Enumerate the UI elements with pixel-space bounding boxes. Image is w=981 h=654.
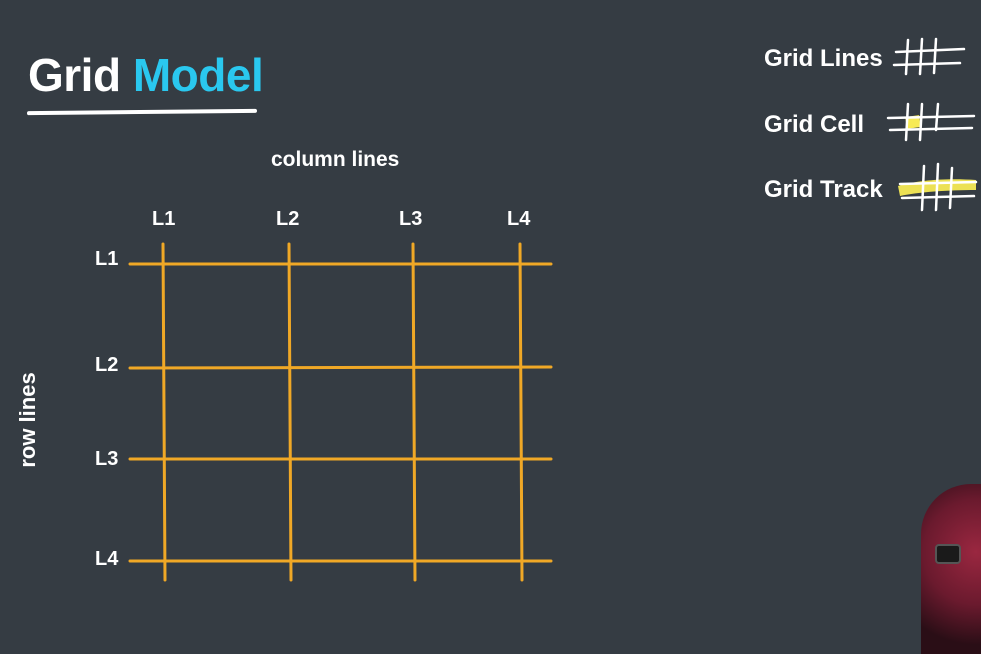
- column-line-2: [287, 242, 293, 582]
- title-word-model: Model: [132, 49, 264, 101]
- column-line-1: [161, 242, 167, 582]
- page-title: Grid Model: [28, 49, 264, 101]
- row-tick-l3: L3: [95, 448, 119, 470]
- column-tick-l3: L3: [399, 208, 423, 230]
- legend-grid-track-label: Grid Track: [764, 176, 883, 203]
- column-tick-l1: L1: [152, 208, 176, 230]
- column-lines-label: column lines: [271, 148, 400, 171]
- column-tick-l4: L4: [507, 208, 531, 230]
- grid-cell-icon: [886, 102, 976, 142]
- column-line-4: [518, 242, 524, 582]
- column-line-3: [411, 242, 417, 582]
- avatar-eye-icon: [935, 544, 961, 564]
- grid-diagram: [128, 242, 553, 582]
- grid-track-icon: [898, 162, 978, 212]
- row-tick-l1: L1: [95, 248, 119, 270]
- row-tick-l4: L4: [95, 548, 119, 570]
- title-word-grid: Grid: [28, 49, 121, 101]
- row-tick-l2: L2: [95, 354, 119, 376]
- presenter-avatar: [921, 484, 981, 654]
- row-line-2: [128, 365, 553, 370]
- grid-lines-icon: [892, 37, 966, 76]
- legend-grid-cell-label: Grid Cell: [764, 111, 865, 138]
- column-tick-l2: L2: [276, 208, 300, 230]
- legend-grid-lines-label: Grid Lines: [764, 45, 883, 72]
